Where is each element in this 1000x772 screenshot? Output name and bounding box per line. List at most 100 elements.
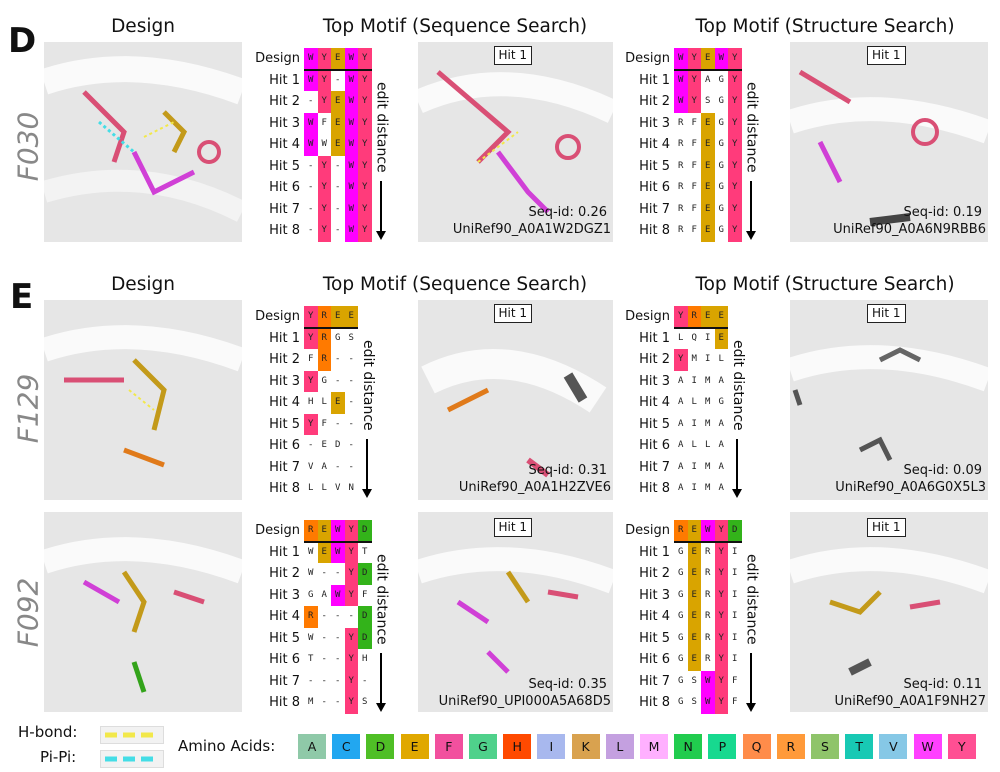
struct-table-f129-residue-cell: A xyxy=(678,397,684,407)
seq-table-f030-edit-distance-arrow xyxy=(379,181,382,231)
struct-table-f092-residue-cell: E xyxy=(687,584,701,606)
seq-table-f129-row-label: Hit 4 xyxy=(269,395,300,410)
seq-table-f030-residue-cell: Y xyxy=(358,48,372,70)
legend-hbond-label: H-bond: xyxy=(18,723,78,741)
seq-table-f092-residue-cell: - xyxy=(321,697,327,707)
amino-acid-swatch-D: D xyxy=(366,734,395,759)
seq-table-f092-residue-cell: - xyxy=(335,654,341,664)
struct-table-f030-residue-cell: F xyxy=(691,117,697,128)
struct-table-f030-residue-cell: W xyxy=(674,91,688,113)
struct-table-f030-residue-cell: Y xyxy=(728,69,742,91)
struct-table-f092-residue-cell: W xyxy=(701,520,715,542)
seq-table-f030-residue-cell: E xyxy=(331,48,345,70)
struct-table-f129-row-label: Hit 2 xyxy=(639,352,670,367)
seq-table-f030-residue-cell: F xyxy=(321,117,327,128)
seq-table-f030-residue-cell: E xyxy=(331,112,345,134)
struct-table-f030-residue-cell: Y xyxy=(728,134,742,156)
struct-table-f092-row-label: Hit 5 xyxy=(639,630,670,646)
seq-table-f030-row-label: Hit 4 xyxy=(269,137,300,152)
seq-table-f129-residue-cell: - xyxy=(308,440,314,450)
struct-table-f092-residue-cell: E xyxy=(687,563,701,585)
struct-table-f092-row-label: Hit 7 xyxy=(639,673,670,689)
seq-table-f092-residue-cell: W xyxy=(308,632,314,643)
seq-table-f092-residue-cell: F xyxy=(362,589,368,600)
seq-table-f129-residue-cell: - xyxy=(335,354,341,364)
struct-table-f030-edit-distance-arrow xyxy=(749,181,752,231)
seq-table-f030-header-separator xyxy=(304,68,372,71)
struct-table-f129-row-label: Hit 7 xyxy=(639,459,670,475)
seq-table-f030-row-label: Design xyxy=(255,51,300,66)
struct-table-f092-residue-cell: E xyxy=(687,649,701,671)
struct-table-f030-residue-cell: F xyxy=(691,203,697,214)
seq-table-f030-residue-cell: Y xyxy=(358,91,372,113)
seq-table-f092-residue-cell: S xyxy=(362,697,368,707)
seq-table-f092-row-label: Hit 1 xyxy=(269,544,300,560)
struct-table-f030-residue-cell: Y xyxy=(687,48,701,70)
struct-table-f092-residue-cell: I xyxy=(732,611,738,621)
struct-table-f092-edit-distance-label: edit distance xyxy=(743,553,760,645)
seq-table-f129-residue-cell: Y xyxy=(304,413,318,435)
struct-table-f092-residue-cell: W xyxy=(701,692,715,714)
struct-table-f092-residue-cell: R xyxy=(705,654,711,664)
struct-table-f030-seq-id: Seq-id: 0.19 xyxy=(903,204,982,220)
seq-table-f092-residue-cell: Y xyxy=(344,627,358,649)
seq-table-f129-row-label: Hit 7 xyxy=(269,459,300,475)
seq-table-f030-residue-cell: - xyxy=(335,225,341,235)
struct-table-f129-residue-cell: E xyxy=(714,306,728,328)
struct-table-f092-residue-cell: Y xyxy=(714,670,728,692)
seq-table-f129-residue-cell: E xyxy=(344,306,358,328)
struct-table-f129-residue-cell: E xyxy=(701,306,715,328)
struct-table-f129-residue-cell: L xyxy=(691,397,697,407)
struct-table-f092-row-label: Hit 8 xyxy=(639,695,670,710)
struct-table-f092-edit-distance-arrow xyxy=(749,653,752,703)
seq-table-f129-uniref-id: UniRef90_A0A1H2ZVE6 xyxy=(458,480,611,496)
seq-table-f129-edit-distance-arrow xyxy=(366,439,368,489)
seq-table-f092-seq-id: Seq-id: 0.35 xyxy=(528,676,607,692)
struct-table-f030-edit-distance-arrowhead xyxy=(745,230,756,240)
amino-acid-swatch-T: T xyxy=(845,734,874,759)
seq-table-f092-residue-cell: W xyxy=(331,584,345,606)
struct-table-f030-residue-cell: E xyxy=(701,155,715,177)
struct-table-f092-row-label: Hit 3 xyxy=(639,587,670,603)
amino-acid-swatch-R: R xyxy=(776,734,805,759)
seq-table-f092-residue-cell: Y xyxy=(344,649,358,671)
struct-table-f092-residue-cell: S xyxy=(691,697,697,707)
struct-table-f129-row-label: Hit 4 xyxy=(639,395,670,410)
seq-table-f030-residue-cell: W xyxy=(344,69,358,91)
seq-table-f129-edit-distance-label: edit distance xyxy=(360,339,376,431)
row-name-f030: F030 xyxy=(11,111,45,182)
seq-table-f092-edit-distance-arrow xyxy=(379,653,382,703)
seq-table-f129-residue-cell: V xyxy=(335,483,341,493)
struct-table-f092-residue-cell: G xyxy=(678,546,684,557)
struct-table-f092-residue-cell: R xyxy=(674,520,688,542)
seq-table-f129-residue-cell: F xyxy=(308,354,314,364)
seq-table-f092-residue-cell: W xyxy=(331,541,345,563)
struct-table-f092-residue-cell: Y xyxy=(714,563,728,585)
seq-table-f092-residue-cell: Y xyxy=(344,584,358,606)
row-name-f129: F129 xyxy=(11,373,45,444)
struct-table-f129-residue-cell: I xyxy=(705,332,711,343)
struct-hit-structure-image-f092 xyxy=(790,512,988,712)
seq-table-f129-residue-cell: N xyxy=(348,483,354,493)
seq-table-f030-residue-cell: E xyxy=(331,91,345,113)
seq-table-f030-residue-cell: Y xyxy=(317,155,331,177)
seq-table-f129-residue-cell: - xyxy=(348,397,354,407)
struct-table-f129-residue-cell: A xyxy=(718,418,724,429)
seq-table-f129-residue-cell: - xyxy=(335,375,341,386)
seq-table-f030-residue-cell: Y xyxy=(317,48,331,70)
seq-table-f092-residue-cell: - xyxy=(308,675,314,686)
seq-table-f129-residue-cell: G xyxy=(335,332,341,343)
struct-table-f129-uniref-id: UniRef90_A0A6G0X5L3 xyxy=(835,480,986,496)
seq-table-f129-row-label: Hit 8 xyxy=(269,481,300,496)
seq-table-f092-residue-cell: M xyxy=(308,697,314,707)
seq-table-f030-residue-cell: Y xyxy=(358,198,372,220)
struct-table-f092-residue-cell: F xyxy=(732,675,738,686)
struct-table-f030-residue-cell: Y xyxy=(728,155,742,177)
seq-table-f030-residue-cell: W xyxy=(304,112,318,134)
seq-table-f092-residue-cell: - xyxy=(321,654,327,664)
struct-table-f092-residue-cell: G xyxy=(678,611,684,621)
seq-table-f092-residue-cell: - xyxy=(335,568,341,578)
amino-acid-swatch-V: V xyxy=(879,734,908,759)
amino-acid-swatch-G: G xyxy=(469,734,497,759)
struct-table-f030-residue-cell: R xyxy=(678,203,684,214)
